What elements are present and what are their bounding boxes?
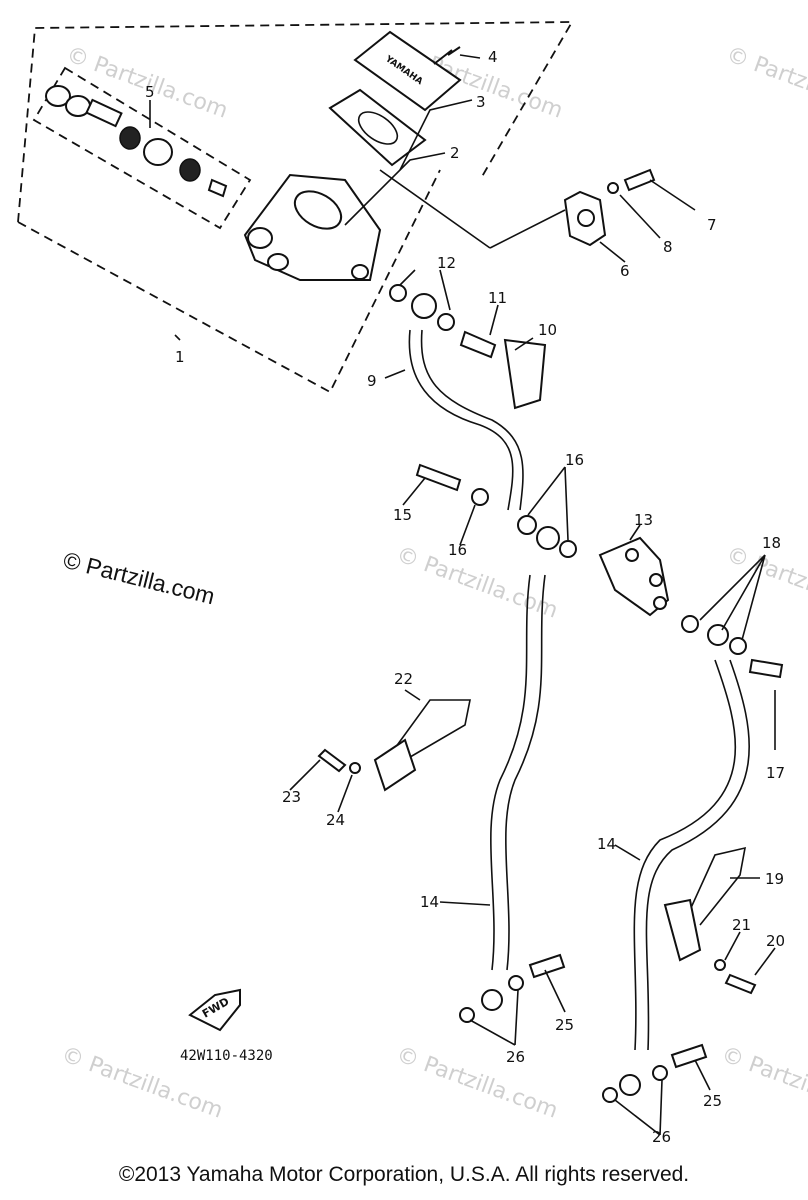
reservoir-cap: YAMAHA bbox=[353, 30, 462, 112]
watermark: © Partzilla.com bbox=[393, 1042, 561, 1124]
callout-13: 13 bbox=[634, 511, 653, 529]
callout-14: 14 bbox=[420, 893, 439, 911]
callout-25: 25 bbox=[555, 1016, 574, 1034]
screw-4 bbox=[433, 46, 461, 65]
callout-9: 9 bbox=[367, 372, 377, 390]
callout-19: 19 bbox=[765, 870, 784, 888]
callout-17: 17 bbox=[766, 764, 785, 782]
callout-15: 15 bbox=[393, 506, 412, 524]
top-fittings bbox=[389, 284, 547, 410]
callout-18: 18 bbox=[762, 534, 781, 552]
washers bbox=[459, 488, 747, 1103]
callout-26: 26 bbox=[506, 1048, 525, 1066]
callouts: 1 2 3 4 5 6 7 8 9 10 11 12 13 14 14 15 1… bbox=[145, 48, 785, 1146]
callout-2: 2 bbox=[450, 144, 460, 162]
leader-lines bbox=[149, 54, 776, 1136]
diaphragm bbox=[328, 88, 427, 167]
master-cylinder bbox=[243, 173, 382, 281]
callout-26: 26 bbox=[652, 1128, 671, 1146]
piston-kit bbox=[45, 85, 228, 198]
part-number: 42W110-4320 bbox=[180, 1048, 273, 1064]
callout-11: 11 bbox=[488, 289, 507, 307]
master-cylinder-clamp bbox=[563, 168, 656, 247]
callout-5: 5 bbox=[145, 83, 155, 101]
callout-25: 25 bbox=[703, 1092, 722, 1110]
callout-16: 16 bbox=[448, 541, 467, 559]
callout-4: 4 bbox=[488, 48, 498, 66]
watermark: © Partzilla.com bbox=[723, 542, 808, 624]
bolts bbox=[317, 463, 784, 1069]
callout-8: 8 bbox=[663, 238, 673, 256]
assembly-outline bbox=[17, 21, 574, 394]
callout-7: 7 bbox=[707, 216, 717, 234]
brand-watermark: © Partzilla.com bbox=[61, 547, 218, 610]
brake-hose-upper bbox=[408, 329, 514, 511]
callout-16: 16 bbox=[565, 451, 584, 469]
hose-clamp-19 bbox=[663, 846, 747, 962]
callout-23: 23 bbox=[282, 788, 301, 806]
brake-hose-right bbox=[633, 659, 737, 1051]
callout-1: 1 bbox=[175, 348, 185, 366]
callout-20: 20 bbox=[766, 932, 785, 950]
piston-kit-outline bbox=[32, 66, 252, 230]
callout-10: 10 bbox=[538, 321, 557, 339]
callout-12: 12 bbox=[437, 254, 456, 272]
brake-hose-left-edge bbox=[505, 574, 546, 971]
callout-14: 14 bbox=[597, 835, 616, 853]
forward-arrow: FWD bbox=[188, 988, 241, 1032]
brake-hose-left bbox=[490, 574, 531, 971]
three-way-joint bbox=[598, 536, 670, 617]
callout-3: 3 bbox=[476, 93, 486, 111]
watermark: © Partzilla.com bbox=[723, 42, 808, 124]
watermark: © Partzilla.com bbox=[718, 1042, 808, 1124]
callout-6: 6 bbox=[620, 262, 630, 280]
brake-hose-upper-edge bbox=[420, 329, 524, 511]
callout-24: 24 bbox=[326, 811, 345, 829]
callout-21: 21 bbox=[732, 916, 751, 934]
brake-hose-right-edge bbox=[645, 659, 751, 1051]
banjo-right bbox=[619, 1074, 641, 1096]
callout-22: 22 bbox=[394, 670, 413, 688]
hose-clamp-22 bbox=[373, 699, 471, 792]
banjo-left bbox=[481, 989, 503, 1011]
copyright-footer: ©2013 Yamaha Motor Corporation, U.S.A. A… bbox=[118, 1163, 690, 1186]
watermark: © Partzilla.com bbox=[393, 542, 561, 624]
